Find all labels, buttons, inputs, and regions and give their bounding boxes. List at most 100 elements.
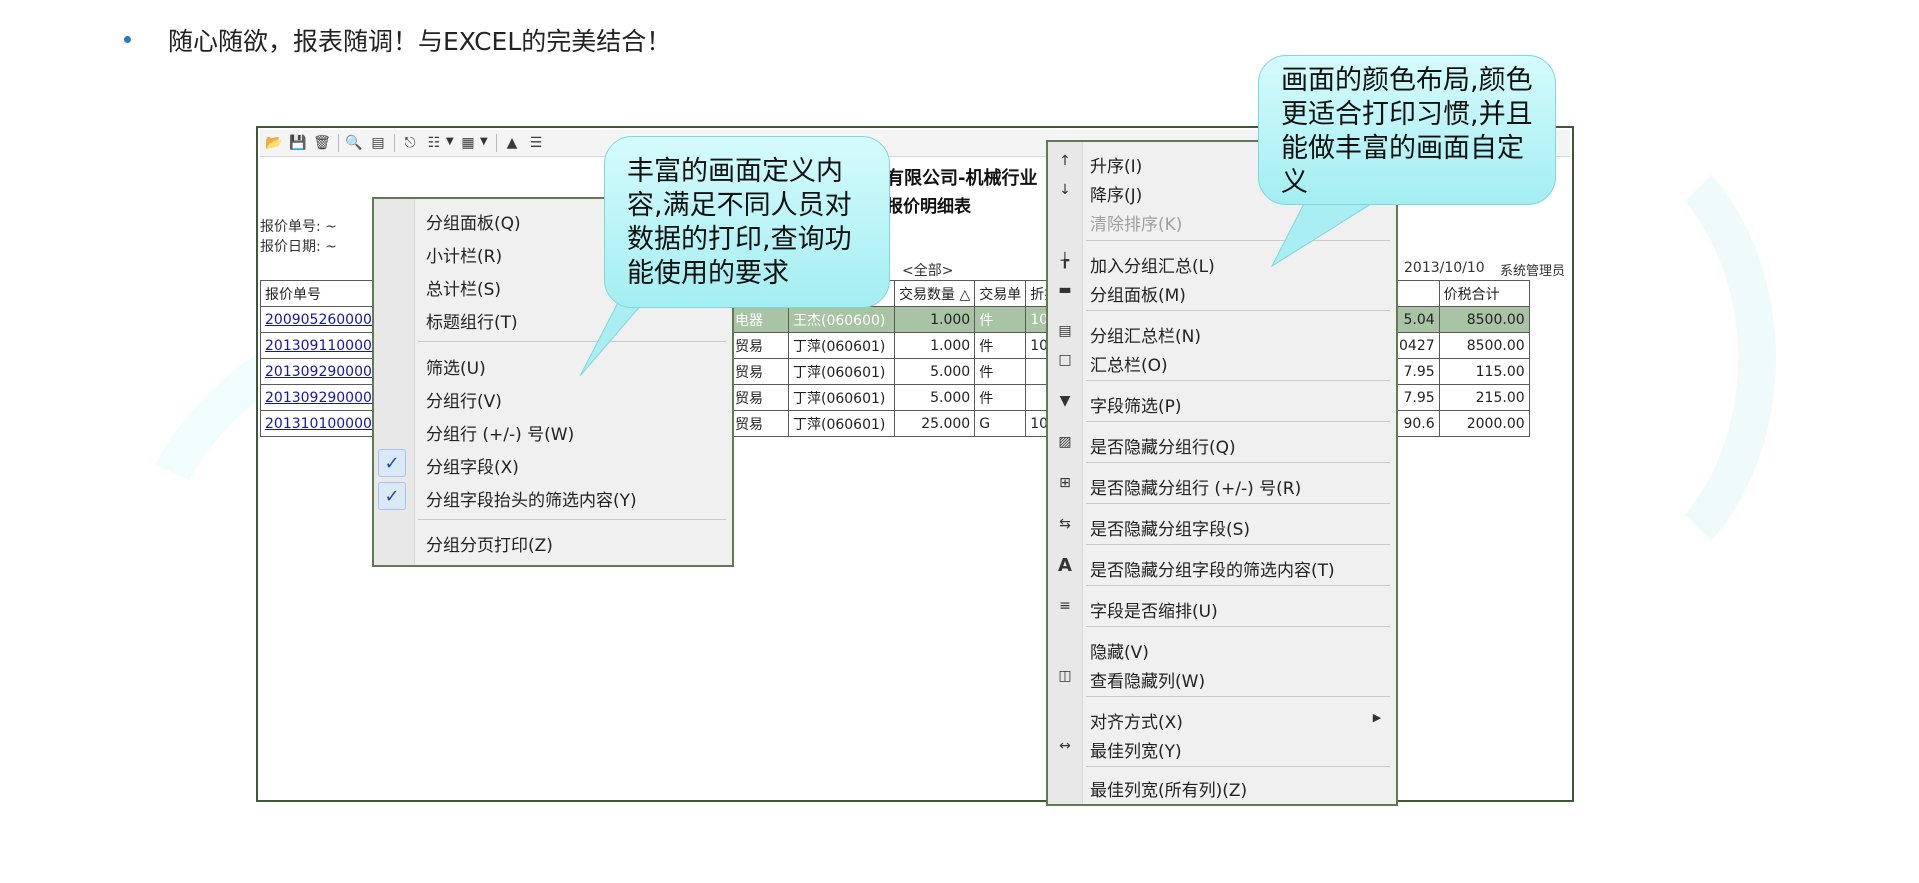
report-user: 系统管理员 xyxy=(1500,264,1566,279)
menu-item-hide-group-field[interactable]: 是否隐藏分组字段(S) xyxy=(1090,520,1251,540)
person-cell: 丁萍(060601) xyxy=(788,384,895,411)
menu-item-alignment[interactable]: 对齐方式(X) xyxy=(1090,713,1183,733)
menu-item-best-fit-all[interactable]: 最佳列宽(所有列)(Z) xyxy=(1090,781,1248,801)
callout-right: 画面的颜色布局,颜色更适合打印习惯,并且能做丰富的画面自定义 xyxy=(1258,55,1556,205)
menu-item-group-summary-bar[interactable]: 分组汇总栏(N) xyxy=(1090,327,1201,347)
menu-item-field-filter[interactable]: 字段筛选(P) xyxy=(1090,397,1182,417)
export-icon[interactable]: ⎋ xyxy=(404,135,416,151)
view-hidden-columns-icon: ◫ xyxy=(1058,668,1072,684)
menu-item-filter[interactable]: 筛选(U) xyxy=(426,359,486,379)
table-row[interactable]: 电器 王杰(060600) 1.000 件 10 xyxy=(730,306,1067,333)
unit-cell: 件 xyxy=(974,332,1027,359)
order-date-field: 报价日期: ~ xyxy=(260,239,337,255)
menu-item-best-fit-width[interactable]: 最佳列宽(Y) xyxy=(1090,742,1182,762)
table-row[interactable]: 贸易 丁萍(060601) 25.000 G 10 xyxy=(730,410,1067,437)
search-icon[interactable]: 🔍 xyxy=(345,135,363,151)
column-header[interactable] xyxy=(1394,280,1440,307)
qty-cell: 1.000 xyxy=(893,332,976,359)
print-preview-icon[interactable]: ▤ xyxy=(371,135,385,151)
save-icon[interactable]: 💾 xyxy=(289,135,307,151)
unit-cell: 件 xyxy=(974,384,1027,411)
person-cell: 王杰(060600) xyxy=(788,306,895,333)
report-settings-icon[interactable]: ☷ xyxy=(427,135,441,151)
menu-separator xyxy=(1086,310,1390,311)
total-cell: 8500.00 xyxy=(1438,306,1530,333)
order-number-column: 报价单号 2009052600000 2013091100000 2013092… xyxy=(260,280,386,437)
hide-group-row-icon: ▨ xyxy=(1058,434,1072,450)
menu-separator xyxy=(1086,766,1390,767)
chevron-down-icon[interactable]: ▼ xyxy=(480,136,488,147)
menu-item-group-field[interactable]: 分组字段(X) xyxy=(426,458,519,478)
tax-cell: 7.95 xyxy=(1394,384,1440,411)
total-cell: 2000.00 xyxy=(1438,410,1530,437)
menu-separator xyxy=(418,519,726,520)
person-cell: 丁萍(060601) xyxy=(788,410,895,437)
menu-separator xyxy=(1086,544,1390,545)
menu-item-hide-group-field-filter[interactable]: 是否隐藏分组字段的筛选内容(T) xyxy=(1090,561,1335,581)
table-row[interactable]: 贸易 丁萍(060601) 5.000 件 xyxy=(730,358,1067,385)
list-icon[interactable]: ☰ xyxy=(529,135,543,151)
table-row[interactable]: 7.95 115.00 xyxy=(1394,358,1530,385)
menu-item-total[interactable]: 总计栏(S) xyxy=(426,280,502,300)
person-cell: 丁萍(060601) xyxy=(788,358,895,385)
best-fit-width-icon: ↔ xyxy=(1059,738,1071,754)
indent-icon: ≡ xyxy=(1059,598,1071,614)
menu-separator xyxy=(1086,421,1390,422)
callout-left: 丰富的画面定义内容,满足不同人员对数据的打印,查询功能使用的要求 xyxy=(604,136,890,308)
data-table-right: 价税合计 5.04 8500.00 0427 8500.00 7.95 115.… xyxy=(1394,280,1530,437)
order-link[interactable]: 2013092900000 xyxy=(260,384,386,411)
menu-item-summary-bar[interactable]: 汇总栏(O) xyxy=(1090,356,1168,376)
menu-item-group-panel[interactable]: 分组面板(Q) xyxy=(426,214,521,234)
person-cell: 丁萍(060601) xyxy=(788,332,895,359)
summary-bar-icon: □ xyxy=(1058,352,1072,368)
menu-item-field-indent[interactable]: 字段是否缩排(U) xyxy=(1090,602,1218,622)
qty-cell: 25.000 xyxy=(893,410,976,437)
order-link[interactable]: 2013091100000 xyxy=(260,332,386,359)
menu-item-hide-group-row[interactable]: 是否隐藏分组行(Q) xyxy=(1090,438,1236,458)
toolbar-separator xyxy=(394,134,395,152)
table-row[interactable]: 90.6 2000.00 xyxy=(1394,410,1530,437)
grid-layout-icon[interactable]: ▦ xyxy=(461,135,475,151)
delete-icon[interactable]: 🗑 xyxy=(313,135,331,151)
column-header[interactable]: 交易数量 △ xyxy=(893,280,976,307)
hide-group-field-icon: ⇆ xyxy=(1059,516,1071,532)
menu-item-add-group-summary[interactable]: 加入分组汇总(L) xyxy=(1090,257,1215,277)
menu-item-hide[interactable]: 隐藏(V) xyxy=(1090,643,1149,663)
table-row[interactable]: 0427 8500.00 xyxy=(1394,332,1530,359)
column-header[interactable]: 交易单 xyxy=(974,280,1027,307)
menu-item-group-field-filter[interactable]: 分组字段抬头的筛选内容(Y) xyxy=(426,491,637,511)
menu-item-group-page-print[interactable]: 分组分页打印(Z) xyxy=(426,536,553,556)
menu-item-sort-desc[interactable]: 降序(J) xyxy=(1090,186,1143,206)
column-header[interactable]: 价税合计 xyxy=(1438,280,1530,307)
filter-all-label[interactable]: <全部> xyxy=(902,263,954,279)
menu-item-clear-sort[interactable]: 清除排序(K) xyxy=(1090,215,1183,235)
menu-item-hide-group-row-sign[interactable]: 是否隐藏分组行 (+/-) 号(R) xyxy=(1090,479,1302,499)
group-panel-icon: ▬ xyxy=(1058,282,1072,298)
table-row[interactable]: 贸易 丁萍(060601) 1.000 件 10 xyxy=(730,332,1067,359)
callout-tail xyxy=(1270,192,1391,268)
group-summary-bar-icon: ▤ xyxy=(1058,323,1072,339)
menu-item-sort-asc[interactable]: 升序(I) xyxy=(1090,157,1143,177)
menu-item-subtotal[interactable]: 小计栏(R) xyxy=(426,247,503,267)
menu-item-title-group[interactable]: 标题组行(T) xyxy=(426,313,518,333)
sort-descending-icon: ↓ xyxy=(1059,182,1071,198)
menu-item-group-row[interactable]: 分组行(V) xyxy=(426,392,502,412)
chevron-down-icon[interactable]: ▼ xyxy=(446,136,454,147)
table-row[interactable]: 贸易 丁萍(060601) 5.000 件 xyxy=(730,384,1067,411)
table-row[interactable]: 7.95 215.00 xyxy=(1394,384,1530,411)
menu-item-group-panel[interactable]: 分组面板(M) xyxy=(1090,286,1186,306)
menu-item-view-hidden-columns[interactable]: 查看隐藏列(W) xyxy=(1090,672,1206,692)
bullet-icon xyxy=(124,36,131,43)
align-top-icon[interactable]: ▲ xyxy=(506,135,518,151)
menu-item-group-row-sign[interactable]: 分组行 (+/-) 号(W) xyxy=(426,425,575,445)
order-link[interactable]: 2009052600000 xyxy=(260,306,386,333)
open-folder-icon[interactable]: 📂 xyxy=(265,135,283,151)
sort-ascending-icon: ↑ xyxy=(1059,153,1071,169)
order-link[interactable]: 2013101000000 xyxy=(260,410,386,437)
column-header[interactable]: 报价单号 xyxy=(260,280,386,307)
total-cell: 215.00 xyxy=(1438,384,1530,411)
order-no-field: 报价单号: ~ xyxy=(260,219,337,235)
table-row[interactable]: 5.04 8500.00 xyxy=(1394,306,1530,333)
order-link[interactable]: 2013092900000 xyxy=(260,358,386,385)
data-table-middle: 交易数量 △ 交易单 折扣 电器 王杰(060600) 1.000 件 10 贸… xyxy=(730,280,1067,437)
